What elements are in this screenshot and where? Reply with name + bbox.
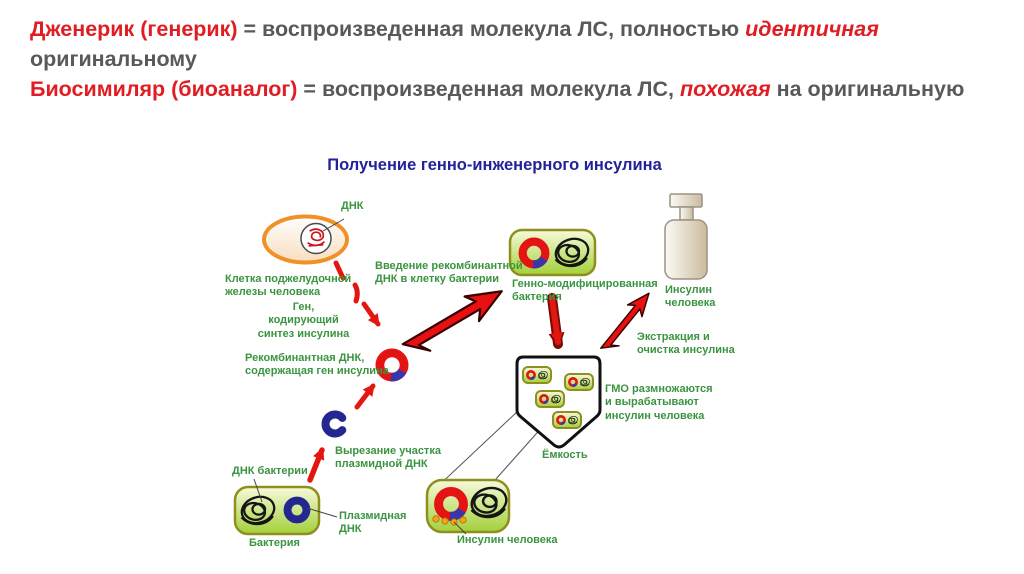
vessel-shape [515,355,602,449]
label-bacterium: Бактерия [249,537,300,549]
ligation-arrow [354,383,376,410]
biosimilar-tail: на оригинальную [770,77,965,101]
label-gm-bacterium: Генно-модифицированная бактерия [512,278,658,304]
label-plasmid-dna: Плазмидная ДНК [339,510,407,536]
bacterium-shape [233,478,338,536]
generic-highlight: идентичная [745,17,879,41]
biosimilar-body: = воспроизведенная молекула ЛС, [297,77,680,101]
label-human-insulin-right: Инсулин человека [665,284,716,310]
label-pancreas-cell: Клетка поджелудочной железы человека [225,273,352,299]
biosimilar-highlight: похожая [679,77,771,101]
insulin-bottle-shape [664,193,708,280]
label-recombinant-dna: Рекомбинантная ДНК, содержащая ген инсул… [245,352,389,378]
pancreatic-cell-shape [262,214,349,265]
generic-tail: оригинальному [30,47,197,71]
producing-bacterium-shape [425,478,512,535]
cultivation-arrow [547,293,565,349]
label-dna: ДНК [341,200,364,212]
definition-generic: Дженерик (генерик) = воспроизведенная мо… [30,14,980,74]
label-extraction: Экстракция и очистка инсулина [637,331,735,357]
excision-arrow [307,447,325,483]
cut-plasmid-shape [321,410,347,438]
insulin-production-diagram: Получение генно-инженерного инсулина ДНК… [222,152,767,572]
label-bacterial-dna: ДНК бактерии [232,465,308,477]
gm-bacterium-shape [508,228,597,277]
generic-term: Дженерик (генерик) [30,17,238,41]
label-introduction: Введение рекомбинантной ДНК в клетку бак… [375,260,523,286]
label-gmo-produce: ГМО размножаются и вырабатывают инсулин … [605,383,713,422]
label-vessel: Ёмкость [542,449,588,461]
generic-body: = воспроизведенная молекула ЛС, полность… [237,17,746,41]
label-insulin-gene: Ген, кодирующий синтез инсулина [257,301,350,340]
label-human-insulin-bottom: Инсулин человека [457,534,558,546]
label-excision: Вырезание участка плазмидной ДНК [335,445,441,471]
definition-biosimilar: Биосимиляр (биоаналог) = воспроизведенна… [30,74,980,104]
diagram-title: Получение генно-инженерного инсулина [327,156,662,174]
biosimilar-term: Биосимиляр (биоаналог) [30,77,298,101]
introduction-arrow [396,277,511,363]
gene-transfer-arrow [333,260,381,327]
definitions-block: Дженерик (генерик) = воспроизведенная мо… [30,14,980,104]
diagram-artwork [233,193,708,536]
